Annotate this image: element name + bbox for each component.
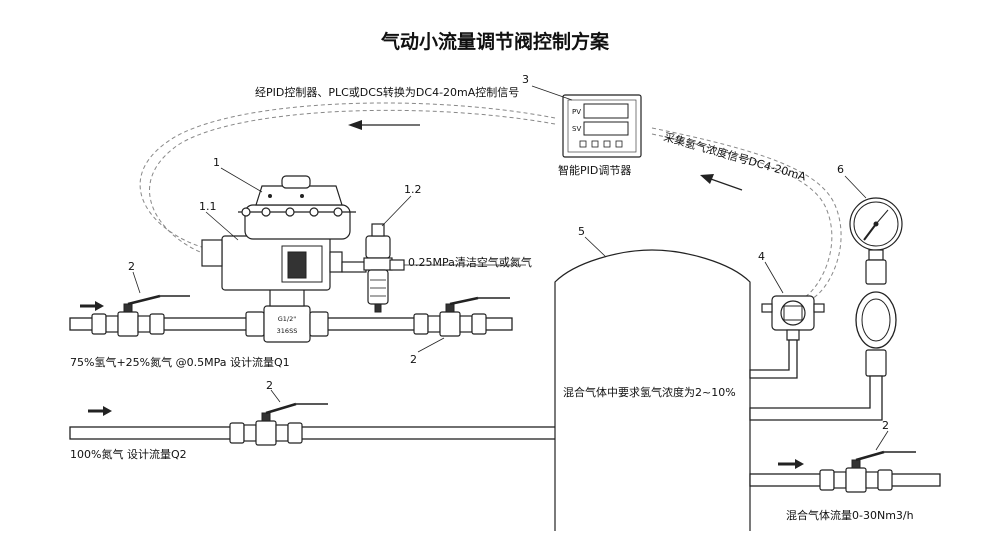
leader-5 [584, 236, 607, 258]
air-supply-label: 0.25MPa清洁空气或氮气 [408, 255, 532, 269]
flow-arrow-line-1 [80, 301, 104, 311]
ball-valve-line1-left [91, 294, 190, 337]
valve-size-label: G1/2" [278, 315, 297, 323]
signal-cable-to-valve [139, 102, 556, 255]
leader-1 [220, 167, 263, 193]
callout-4: 4 [758, 250, 765, 263]
leader-1-2 [381, 195, 412, 227]
callout-2c: 2 [266, 379, 273, 392]
ball-valve-line1-right [413, 296, 510, 337]
callout-6: 6 [837, 163, 844, 176]
tank-requirement-label: 混合气体中要求氢气浓度为2~10% [563, 385, 736, 399]
signal-in-label: 采集氢气浓度信号DC4-20mA [662, 129, 808, 183]
leader-2c [270, 389, 281, 403]
flow-arrow-line-2 [88, 406, 112, 416]
leader-2b [417, 337, 445, 353]
callout-2b: 2 [410, 353, 417, 366]
callout-2a: 2 [128, 260, 135, 273]
pid-controller: PV SV [562, 94, 642, 158]
controller-label: 智能PID调节器 [558, 163, 631, 177]
leader-3 [531, 85, 573, 101]
pipe-line-2 [69, 426, 571, 440]
pid-sv-label: SV [572, 125, 581, 133]
mixing-tank [554, 249, 751, 531]
callout-5: 5 [578, 225, 585, 238]
signal-arrow-left [348, 120, 420, 130]
valve-positioner [201, 235, 343, 291]
callout-2d: 2 [882, 419, 889, 432]
valve-material-label: 316SS [277, 327, 298, 335]
leader-4 [764, 261, 784, 294]
leader-6 [844, 175, 867, 199]
signal-out-label: 经PID控制器、PLC或DCS转换为DC4-20mA控制信号 [255, 85, 519, 99]
callout-1-1: 1.1 [199, 200, 217, 213]
pneumatic-actuator [238, 175, 356, 240]
ball-valve-outlet [819, 450, 916, 493]
leader-1-1 [205, 211, 239, 241]
line2-label: 100%氮气 设计流量Q2 [70, 447, 187, 461]
signal-cable-from-transmitter [651, 127, 842, 301]
callout-3: 3 [522, 73, 529, 86]
leader-2d [875, 430, 889, 451]
hydrogen-transmitter [749, 295, 825, 379]
leader-2a [132, 271, 141, 294]
pressure-gauge [749, 197, 903, 421]
flow-arrow-outlet [778, 459, 804, 469]
diagram-title: 气动小流量调节阀控制方案 [380, 30, 610, 53]
ball-valve-line2 [229, 402, 328, 446]
callout-1-2: 1.2 [404, 183, 422, 196]
callout-1: 1 [213, 156, 220, 169]
outlet-flow-label: 混合气体流量0-30Nm3/h [786, 508, 914, 522]
signal-arrow-upleft [700, 174, 743, 191]
filter-regulator [341, 223, 405, 313]
control-valve-body: G1/2" 316SS [245, 260, 329, 343]
pid-pv-label: PV [572, 108, 581, 116]
line1-label: 75%氢气+25%氮气 @0.5MPa 设计流量Q1 [70, 355, 290, 369]
